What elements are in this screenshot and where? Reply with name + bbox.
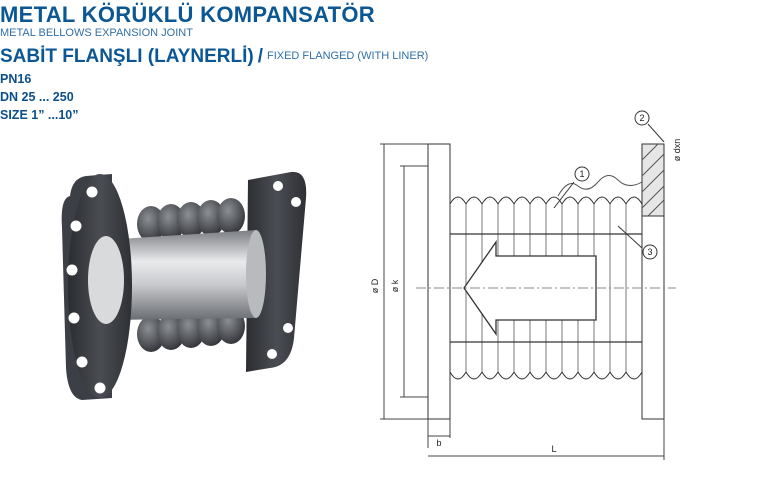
spec-dn-range: DN 25 ... 250 — [0, 90, 74, 104]
dim-b-line — [427, 419, 451, 448]
callout-2-label: 2 — [639, 113, 644, 123]
dim-b-label: b — [436, 438, 441, 448]
dim-D-label: ø D — [370, 278, 380, 293]
dim-D-line — [380, 143, 428, 420]
hatched-section — [641, 143, 665, 217]
dim-k-line — [400, 165, 428, 398]
liner-pipe — [104, 230, 256, 320]
product-image — [61, 171, 307, 400]
callout-1 — [574, 166, 590, 182]
drawing-left-flange — [427, 143, 451, 420]
callout-3-label: 3 — [647, 247, 652, 257]
liner-lines — [450, 233, 642, 343]
bolt-hole — [273, 181, 283, 191]
dim-L-line — [428, 419, 665, 460]
bolt-hole — [291, 197, 301, 207]
bellows-outline-top — [449, 196, 643, 206]
liner-end — [246, 230, 266, 318]
callout-1-label: 1 — [579, 169, 584, 179]
callout-1-leader — [553, 181, 575, 209]
callout-3-leader — [617, 225, 643, 249]
bolt-hole — [283, 323, 293, 333]
spec-size-range: SIZE 1” ...10” — [0, 108, 79, 122]
callout-2-leader — [647, 123, 665, 143]
left-flange — [61, 174, 132, 400]
dim-dxn-label: ø dxn — [672, 139, 682, 162]
right-flange — [246, 171, 307, 372]
dim-L-label: L — [551, 444, 556, 454]
subtitle: SABİT FLANŞLI (LAYNERLİ)/FIXED FLANGED (… — [0, 46, 428, 68]
dim-k-label: ø k — [390, 279, 400, 292]
callout-2 — [634, 110, 650, 126]
bellows-outline-bottom — [449, 370, 643, 380]
spec-pressure: PN16 — [0, 72, 32, 86]
bolt-hole — [267, 349, 277, 359]
subtitle-english: FIXED FLANGED (WITH LINER) — [266, 50, 429, 62]
subtitle-separator: / — [257, 46, 263, 67]
title-turkish: METAL KÖRÜKLÜ KOMPANSATÖR — [0, 2, 375, 27]
title-english: METAL BELLOWS EXPANSION JOINT — [0, 27, 193, 39]
technical-drawing: 1 2 3 ø D ø k ø dxn b L — [370, 110, 682, 460]
callout-3 — [642, 244, 658, 260]
bellows-top — [137, 198, 245, 242]
subtitle-turkish: SABİT FLANŞLI (LAYNERLİ) — [0, 46, 254, 67]
